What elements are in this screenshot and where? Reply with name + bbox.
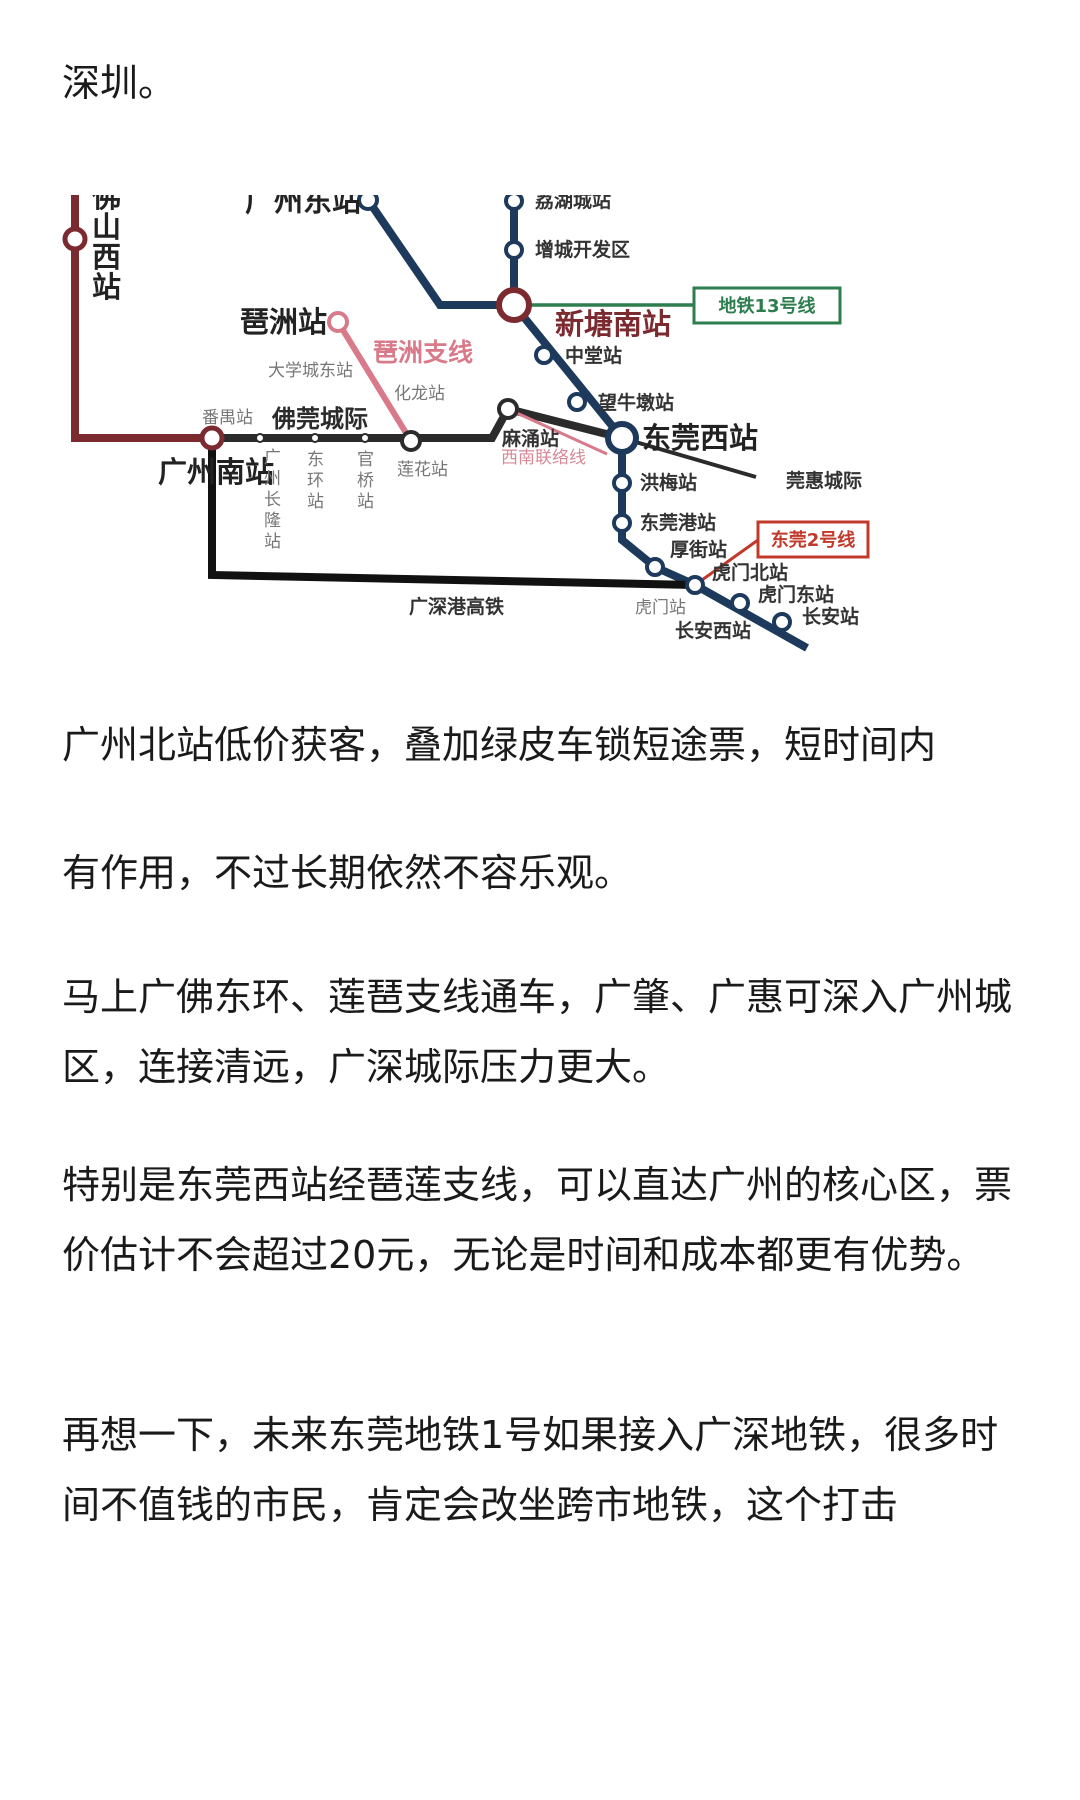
- changan-west-label: 长安西站: [675, 619, 751, 642]
- metro13-box: [692, 286, 842, 325]
- svg-text:环: 环: [307, 471, 324, 491]
- line-pazhou-branch: [335, 320, 414, 443]
- svg-text:东: 东: [307, 450, 324, 470]
- foshan-west-3: 西: [92, 240, 121, 274]
- svg-text:桥: 桥: [357, 471, 374, 491]
- foshan-west-2: 山: [92, 210, 121, 244]
- transit-map: 地铁13号线 东莞2号线 佛 山 西 站 广州东站 琶洲站 新塘南站 东莞西站 …: [62, 195, 870, 652]
- pazhou-branch-label: 琶洲支线: [373, 338, 473, 367]
- gsh-hsr-label: 广深港高铁: [409, 595, 504, 618]
- zhongtang-node: [534, 345, 554, 365]
- line-fodong: [212, 404, 623, 442]
- donghuan-node: [310, 433, 320, 443]
- foshan-west-1: 佛: [91, 195, 121, 214]
- humen-node: [685, 575, 705, 595]
- paragraph-2: 广州北站低价获客，叠加绿皮车锁短途票，短时间内: [62, 723, 937, 767]
- changan-west-node: [730, 593, 750, 613]
- changlong-vertical-label: 广 州 长 隆 站: [264, 448, 281, 552]
- changan-node: [772, 612, 792, 632]
- zengcheng-node: [504, 240, 524, 260]
- hongmei-label: 洪梅站: [640, 471, 697, 494]
- humen-north-label: 虎门北站: [712, 561, 788, 584]
- paragraph-5: 特别是东莞西站经琶莲支线，可以直达广州的核心区，票价估计不会超过20元，无论是时…: [62, 1163, 1013, 1277]
- guangzhou-east-label: 广州东站: [245, 195, 361, 218]
- machong-label: 麻涌站: [501, 427, 559, 450]
- guangzhou-south-node: [199, 425, 225, 451]
- dongguan-west-node: [605, 421, 639, 455]
- svg-text:长: 长: [264, 490, 281, 510]
- guanhui-label: 莞惠城际: [786, 469, 862, 492]
- paragraph-6: 再想一下，未来东莞地铁1号如果接入广深地铁，很多时间不值钱的市民，肯定会改坐跨市…: [62, 1413, 999, 1527]
- dongguan2-label: 东莞2号线: [771, 529, 856, 551]
- daxuecheng-east-label: 大学城东站: [268, 361, 353, 381]
- svg-text:站: 站: [264, 532, 281, 552]
- humen-east-label: 虎门东站: [758, 583, 834, 606]
- xintang-south-node: [496, 287, 532, 323]
- lichengcheng-label: 荔湖城站: [535, 195, 611, 212]
- dongguan-west-label: 东莞西站: [642, 421, 758, 455]
- humen-label: 虎门站: [635, 598, 686, 618]
- line-southwest-link: [507, 407, 608, 456]
- foshan-west-node: [62, 226, 88, 252]
- svg-text:州: 州: [264, 469, 281, 489]
- fodong-label: 佛莞城际: [271, 405, 368, 433]
- hualong-label: 化龙站: [394, 384, 445, 404]
- line-dongguan2: [694, 538, 759, 587]
- changan-label: 长安站: [802, 605, 859, 628]
- dongguan2-box: [756, 520, 870, 559]
- zengcheng-label: 增城开发区: [535, 238, 630, 261]
- foshan-west-4: 站: [92, 270, 121, 304]
- guanqiao-node: [360, 433, 370, 443]
- dongguan-port-label: 东莞港站: [640, 511, 716, 534]
- houjie-node: [645, 557, 665, 577]
- svg-text:广: 广: [264, 448, 281, 468]
- machong-node: [497, 398, 519, 420]
- guanqiao-vertical-label: 官 桥 站: [357, 450, 374, 512]
- southwest-link-label: 西南联络线: [501, 448, 586, 468]
- paragraph-1: 深圳。: [62, 61, 177, 105]
- houjie-label: 厚街站: [670, 538, 727, 561]
- donghuan-vertical-label: 东 环 站: [307, 450, 324, 512]
- line-gsh-hsr: [208, 438, 696, 589]
- paragraph-3: 有作用，不过长期依然不容乐观。: [62, 851, 633, 895]
- pazhou-label: 琶洲站: [240, 305, 327, 339]
- changlong-node: [255, 433, 265, 443]
- panyu-label: 番禺站: [202, 408, 253, 428]
- line-foshan: [71, 195, 212, 442]
- metro13-label: 地铁13号线: [718, 295, 815, 317]
- zhongtang-label: 中堂站: [565, 344, 622, 367]
- dongguan-port-node: [612, 513, 632, 533]
- guangzhou-south-label: 广州南站: [158, 455, 274, 489]
- svg-text:官: 官: [357, 450, 374, 470]
- svg-text:隆: 隆: [264, 511, 281, 531]
- wangniudun-label: 望牛墩站: [598, 391, 674, 414]
- lichengcheng-node: [504, 195, 524, 211]
- lianhua-label: 莲花站: [397, 460, 448, 480]
- line-guangzhou-east: [364, 197, 514, 309]
- line-guanhui: [621, 436, 757, 479]
- xintang-south-label: 新塘南站: [555, 307, 671, 341]
- wangniudun-node: [567, 392, 587, 412]
- guangzhou-east-node: [357, 195, 379, 211]
- svg-text:站: 站: [307, 492, 324, 512]
- hongmei-node: [612, 473, 632, 493]
- pazhou-node: [327, 311, 349, 333]
- lianhua-node: [400, 430, 422, 452]
- paragraph-4: 马上广佛东环、莲琶支线通车，广肇、广惠可深入广州城区，连接清远，广深城际压力更大…: [62, 975, 1013, 1089]
- svg-text:站: 站: [357, 492, 374, 512]
